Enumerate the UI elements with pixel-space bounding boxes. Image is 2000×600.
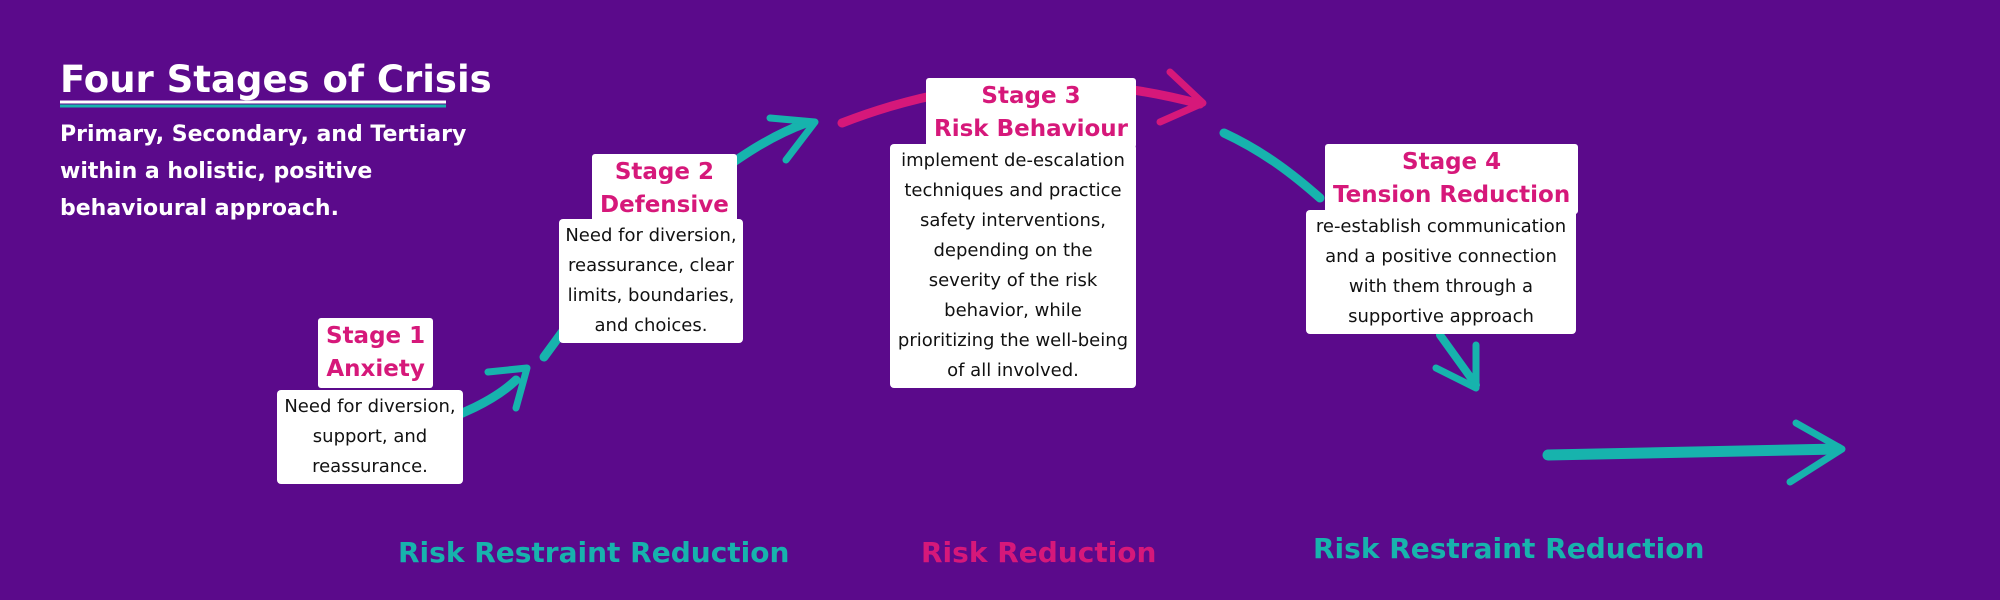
- stage2-arrow-head: [766, 114, 819, 164]
- stage3-description: implement de-escalation techniques and p…: [890, 144, 1136, 388]
- bottom-label-risk-reduction: Risk Reduction: [921, 536, 1157, 569]
- bottom-label-risk-restraint-reduction-2: Risk Restraint Reduction: [1313, 532, 1705, 565]
- stage4-number: Stage 4: [1402, 149, 1502, 175]
- stage1-number: Stage 1: [326, 323, 426, 349]
- stage1-arrow-head: [484, 364, 531, 412]
- stage2-description: Need for diversion, reassurance, clear l…: [559, 219, 743, 343]
- stage4-arrow-head: [1432, 341, 1480, 392]
- stage4-name: Tension Reduction: [1333, 182, 1571, 208]
- stage4-description: re-establish communication and a positiv…: [1306, 210, 1576, 334]
- stage3-name: Risk Behaviour: [934, 116, 1129, 142]
- final-arrow-line: [1542, 443, 1844, 461]
- stage2-label: Stage 2 Defensive: [592, 154, 737, 224]
- stage3-label: Stage 3 Risk Behaviour: [926, 78, 1137, 148]
- stage2-name: Defensive: [600, 192, 729, 218]
- stage1-label: Stage 1 Anxiety: [318, 318, 434, 388]
- title-underline: [60, 100, 446, 108]
- stage4-arrow-line: [1219, 128, 1325, 203]
- final-arrow-head: [1786, 419, 1846, 486]
- bottom-label-risk-restraint-reduction-1: Risk Restraint Reduction: [398, 536, 790, 569]
- stage4-label: Stage 4 Tension Reduction: [1325, 144, 1579, 214]
- stage1-description: Need for diversion, support, and reassur…: [277, 390, 463, 484]
- stage3-arc-head: [1156, 68, 1207, 126]
- page-title: Four Stages of Crisis: [60, 58, 492, 101]
- stage1-name: Anxiety: [326, 356, 425, 382]
- page-subtitle: Primary, Secondary, and Tertiary within …: [60, 122, 467, 221]
- stage3-number: Stage 3: [981, 83, 1081, 109]
- stage4-arrow-tail: [1436, 331, 1480, 389]
- stage2-number: Stage 2: [614, 159, 714, 185]
